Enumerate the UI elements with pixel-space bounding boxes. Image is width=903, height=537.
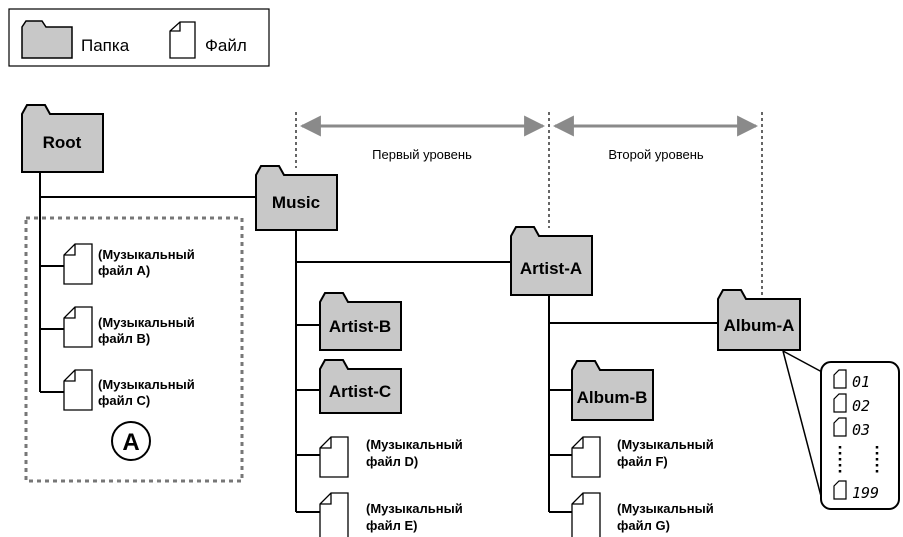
- file-a-line1: (Музыкальный: [98, 247, 195, 262]
- file-d-icon: [319, 436, 349, 478]
- folder-album-b: Album-B: [571, 360, 654, 421]
- file-f-line2: файл F): [617, 454, 668, 469]
- file-b-icon: [63, 306, 93, 348]
- legend-folder-label: Папка: [81, 36, 130, 55]
- file-d-line2: файл D): [366, 454, 418, 469]
- folder-artist-a-label: Artist-A: [520, 259, 582, 278]
- folder-music: Music: [255, 165, 338, 231]
- file-f-line1: (Музыкальный: [617, 437, 714, 452]
- folder-artist-b: Artist-B: [319, 292, 402, 351]
- folder-album-a-label: Album-A: [724, 316, 795, 335]
- track-number-3: 03: [852, 421, 870, 439]
- legend-file-icon: [169, 21, 196, 59]
- legend: Папка Файл: [8, 8, 270, 67]
- file-e-line2: файл E): [366, 518, 417, 533]
- folder-artist-c-label: Artist-C: [329, 382, 391, 401]
- file-b-line1: (Музыкальный: [98, 315, 195, 330]
- track-callout: 01 02 03 199: [782, 350, 900, 510]
- file-c-icon: [63, 369, 93, 411]
- legend-folder-icon: [21, 20, 73, 59]
- file-d-line1: (Музыкальный: [366, 437, 463, 452]
- folder-artist-b-label: Artist-B: [329, 317, 391, 336]
- file-a-line2: файл A): [98, 263, 150, 278]
- root-files-group: [24, 216, 244, 483]
- folder-artist-c: Artist-C: [319, 359, 402, 414]
- track-2-icon: [833, 393, 847, 413]
- track-3-icon: [833, 417, 847, 437]
- file-f-icon: [571, 436, 601, 478]
- file-g-line2: файл G): [617, 518, 670, 533]
- legend-file-label: Файл: [205, 36, 247, 55]
- track-number-2: 02: [852, 397, 870, 415]
- file-b-line2: файл B): [98, 331, 150, 346]
- folder-root-label: Root: [43, 133, 82, 152]
- track-4-icon: [833, 480, 847, 500]
- file-c-line1: (Музыкальный: [98, 377, 195, 392]
- file-e-line1: (Музыкальный: [366, 501, 463, 516]
- folder-root: Root: [21, 104, 104, 173]
- folder-artist-a: Artist-A: [510, 226, 593, 296]
- folder-album-a: Album-A: [717, 289, 801, 351]
- track-1-icon: [833, 369, 847, 389]
- file-c-line2: файл C): [98, 393, 150, 408]
- second-level-label: Второй уровень: [608, 147, 704, 162]
- first-level-label: Первый уровень: [372, 147, 472, 162]
- level-guides: Первый уровень Второй уровень: [295, 112, 763, 300]
- tree-connectors: [39, 172, 718, 513]
- marker-a-label: A: [122, 429, 139, 456]
- file-a-icon: [63, 243, 93, 285]
- file-e-icon: [319, 492, 349, 537]
- track-number-1: 01: [852, 373, 870, 391]
- file-g-line1: (Музыкальный: [617, 501, 714, 516]
- folder-music-label: Music: [272, 193, 320, 212]
- track-number-4: 199: [852, 484, 879, 502]
- file-g-icon: [571, 492, 601, 537]
- marker-a: A: [111, 421, 151, 461]
- folder-album-b-label: Album-B: [577, 388, 648, 407]
